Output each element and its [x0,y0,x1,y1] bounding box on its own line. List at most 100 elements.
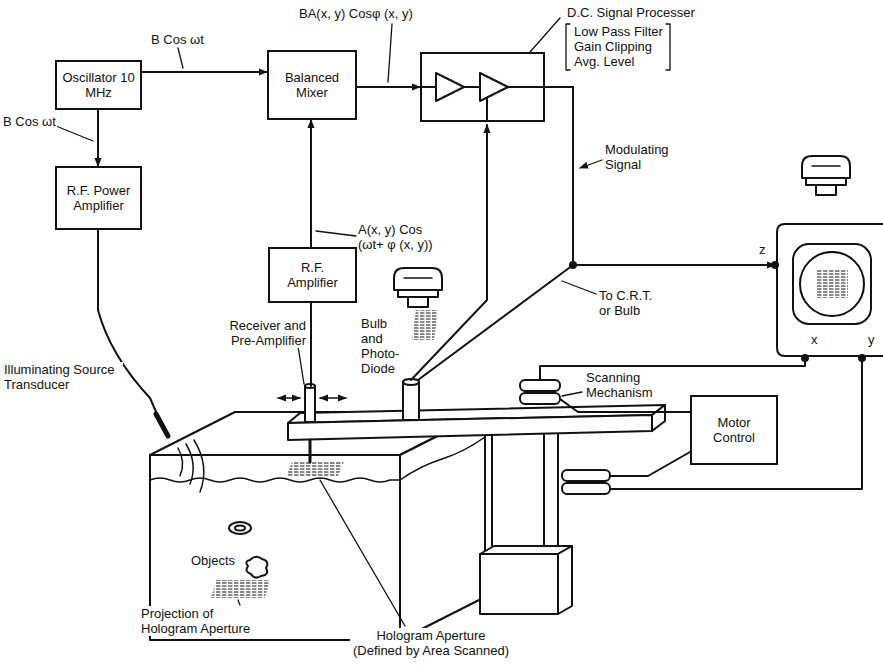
signal-processor-box: D.C. Signal ProcesserLow Pass Filter Gai… [420,52,545,122]
callout-label: To C.R.T. or Bulb [598,288,666,318]
illuminating-transducer [98,230,168,436]
crt-display-drawing [859,355,865,361]
callout-label: Modulating Signal [604,142,686,172]
leader-lines [316,231,356,236]
leader-lines [666,24,670,70]
crt-display-drawing [775,222,883,358]
camera [408,297,428,307]
crt-display-drawing [772,262,778,268]
camera [394,268,442,307]
camera [398,290,438,297]
callout-label: Receiver and Pre-Amplifier [210,318,307,348]
signal-connector [142,71,267,73]
crt-display-drawing [800,252,864,316]
signal-connector [357,86,420,88]
camera [816,185,836,195]
film-record [412,310,438,340]
scanning-beam [288,415,652,440]
water-tank [400,412,485,640]
oscillator-box: Oscillator 10 MHz [55,60,142,110]
scanning-column [558,546,572,614]
node-annotation: D.C. Signal Processer [567,5,727,20]
signal-label: BA(x, y) Cosφ (x, y) [298,6,414,21]
signal-connector [310,120,312,247]
callout-label: Illuminating Source Transducer [3,362,123,392]
receiver-probe [309,440,312,462]
rf-amplifier-box: R.F. Amplifier [268,247,357,303]
node-text: Balanced Mixer [274,70,350,100]
node-annotation: Low Pass Filter Gain Clipping Avg. Level [574,24,666,69]
wires [560,399,690,412]
wires [610,452,690,476]
leader-lines [530,18,560,52]
objects [246,557,267,578]
objects [229,522,267,578]
water-tank [150,478,400,482]
aperture-projection [211,580,270,598]
receiver-probe [278,397,300,399]
mixer-box: Balanced Mixer [267,50,357,120]
leader-lines [56,126,93,141]
wires [540,359,805,380]
crt-display: zxy [775,222,883,358]
leader-lines [580,160,602,168]
leader-lines [178,48,183,68]
camera [812,165,840,167]
motor-control-box: Motor Control [690,395,778,465]
receiver-probe [278,384,346,462]
motors [520,380,560,391]
objects [229,522,251,534]
leader-lines [562,281,596,294]
node-text: Motor Control [697,415,771,445]
crt-display-drawing [802,355,808,361]
water-tank [178,440,204,492]
signal-connector [545,87,775,265]
crt-display-drawing [793,244,871,324]
signal-connector [97,110,99,166]
wires [310,303,312,386]
node-text: R.F. Power Amplifier [62,183,135,213]
water-tank [400,437,485,480]
node-text: R.F. Amplifier [275,260,350,290]
callout-label: Scanning Mechanism [585,370,667,400]
bulb-photodiode [403,382,419,420]
scanning-column [492,432,544,554]
node-text: Oscillator 10 MHz [62,70,135,100]
amplifier-symbols [436,73,464,101]
motors [562,483,610,494]
motors [562,470,610,481]
camera [394,268,442,290]
scanning-column [544,424,558,554]
callout-label: Bulb and Photo-Diode [360,316,410,376]
scanning-column [480,424,572,614]
node-annotation: y [868,332,875,347]
scanning-beam [652,405,665,431]
signal-label: B Cos ωt [150,32,205,47]
leader-lines [238,600,240,605]
crt-display-drawing [777,224,883,356]
amplifier-symbols [480,73,508,101]
scanning-beam [288,405,665,440]
callout-label: Projection of Hologram Aperture [140,606,262,636]
node-annotation: z [759,242,766,257]
leader-lines [320,480,405,626]
objects [235,526,245,531]
leader-lines [56,18,670,626]
camera [806,178,846,185]
power-amplifier-box: R.F. Power Amplifier [55,166,142,230]
node-annotation: x [811,332,818,347]
motors [520,393,560,404]
signal-label: B Cos ωt [2,114,57,129]
callout-label: Objects [190,553,236,568]
wires [311,125,862,489]
receiver-probe [305,386,315,422]
bulb-photodiode [403,379,419,420]
illuminating-transducer [156,414,168,436]
signal-label: A(x, y) Cos (ωt+ φ (x, y)) [357,222,444,252]
hologram-aperture [286,462,344,476]
callout-label: Hologram Aperture (Defined by Area Scann… [350,628,512,658]
camera [802,156,850,195]
crt-display-drawing [816,270,848,298]
leader-lines [566,24,570,70]
